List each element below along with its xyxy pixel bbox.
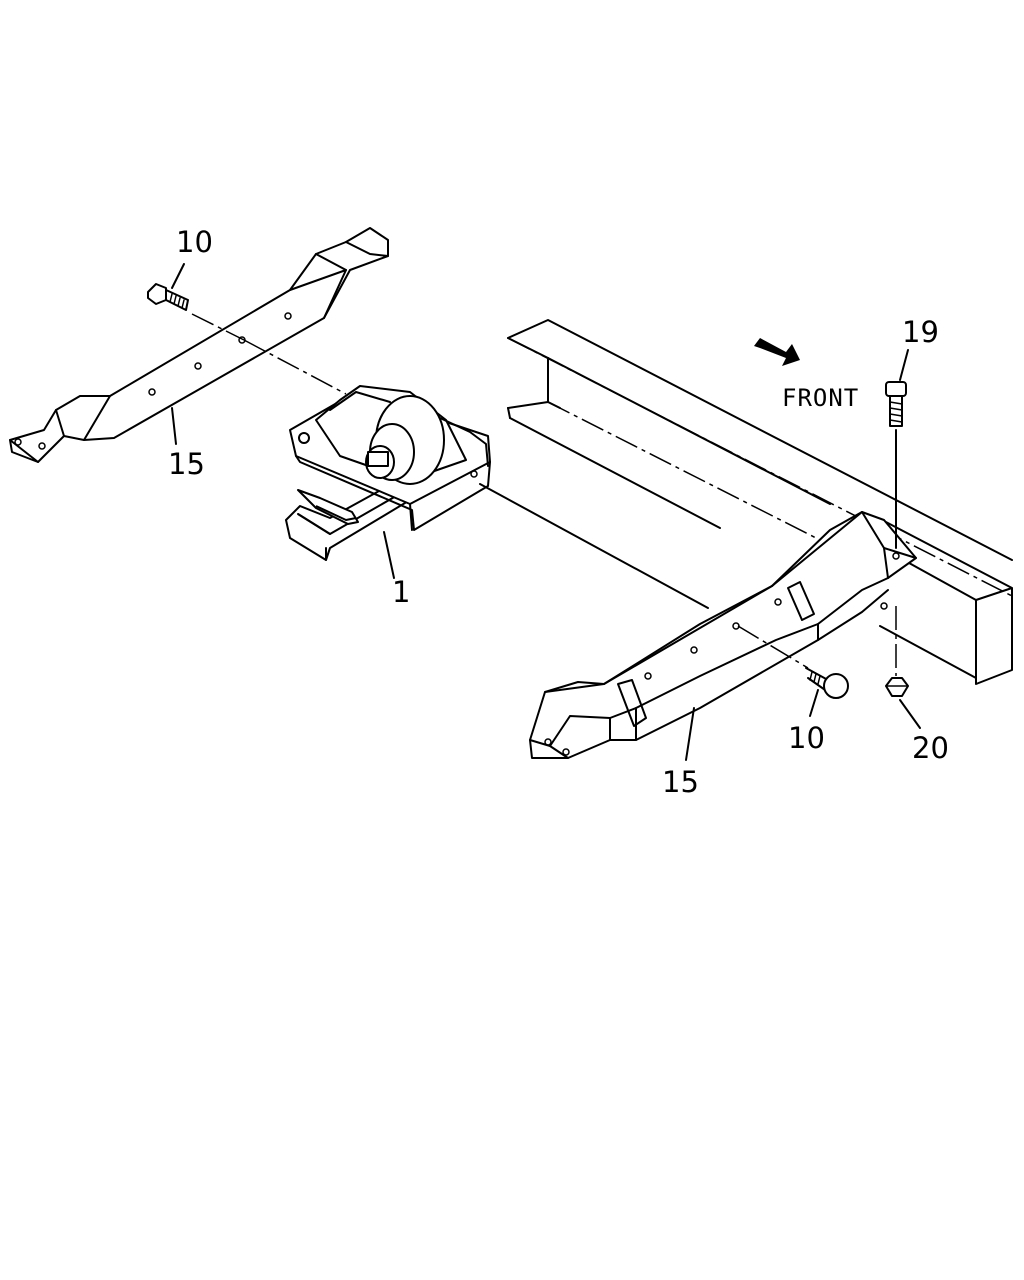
- callout-10-top: 10: [176, 225, 213, 259]
- front-direction-label: FRONT: [782, 384, 859, 412]
- crossmember-left: [9, 227, 389, 463]
- centerline-bolt-10-top: [191, 313, 245, 341]
- bolt-icon: [147, 283, 189, 311]
- centerline-bolt-10-bottom: [737, 625, 809, 669]
- callout-10-bottom: 10: [788, 721, 825, 755]
- bolt-icon: [805, 667, 849, 699]
- callout-1: 1: [392, 575, 410, 609]
- callout-15-right: 15: [662, 765, 699, 799]
- leader-10-bottom: [809, 689, 819, 717]
- leader-1: [383, 531, 395, 579]
- frame-rail: [507, 319, 1013, 685]
- leader-15-left: [171, 407, 177, 445]
- arrow-right-down-icon: [754, 338, 800, 366]
- callout-19: 19: [902, 315, 939, 349]
- carrier-assembly: [285, 385, 491, 561]
- leader-15-right: [685, 707, 695, 761]
- bolt-icon: [885, 381, 907, 427]
- crossmember-right: [529, 511, 917, 759]
- leader-10-top: [171, 263, 185, 289]
- callout-15-left: 15: [168, 447, 205, 481]
- callout-20: 20: [912, 731, 949, 765]
- centerline-left: [243, 339, 347, 395]
- leader-20: [899, 699, 921, 729]
- nut-icon: [885, 677, 909, 697]
- centerline-right: [479, 483, 709, 609]
- leader-19: [899, 349, 909, 381]
